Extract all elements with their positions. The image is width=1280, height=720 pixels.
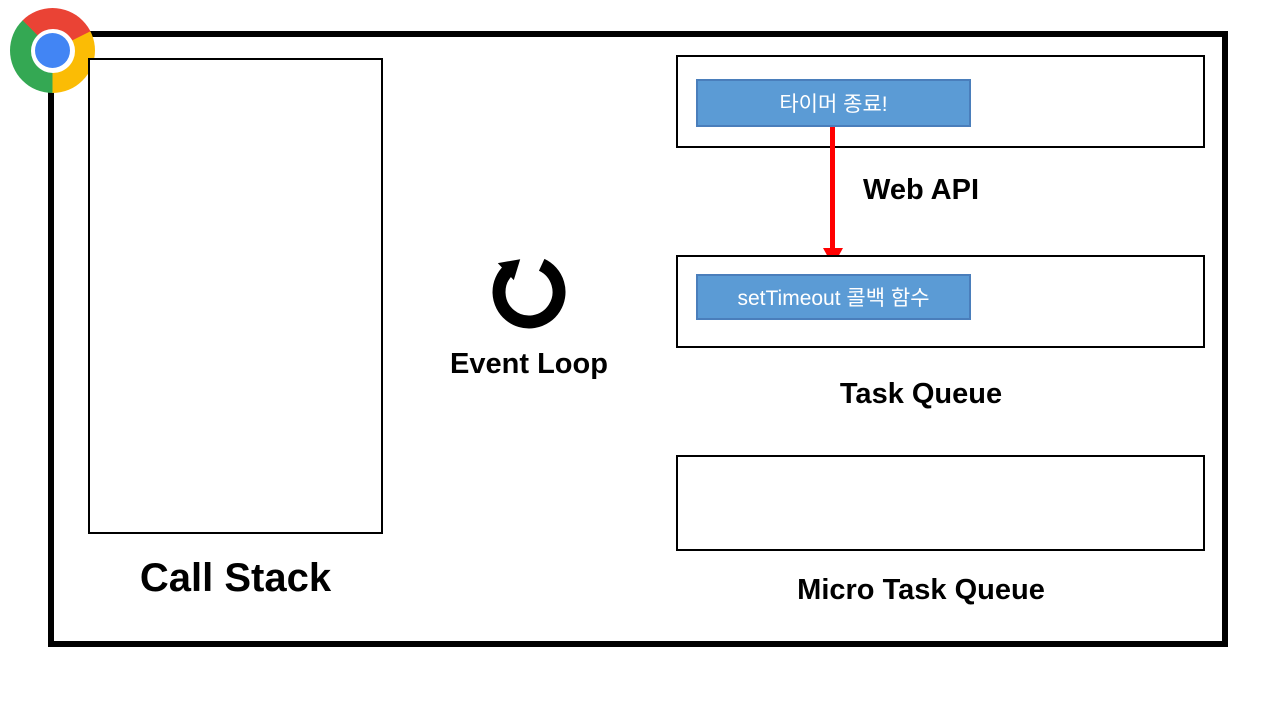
task-queue-label: Task Queue: [839, 378, 1003, 410]
micro-task-queue-label: Micro Task Queue: [797, 574, 1045, 606]
event-loop-label: Event Loop: [450, 348, 608, 380]
chrome-logo-blue-center: [35, 33, 70, 68]
task-queue-box: [676, 255, 1205, 348]
call-stack-label: Call Stack: [139, 556, 332, 600]
chrome-logo-white-ring: [30, 28, 75, 73]
task-queue-item: setTimeout 콜백 함수: [696, 274, 971, 320]
micro-task-queue-box: [676, 455, 1205, 551]
web-api-label: Web API: [862, 174, 979, 206]
red-down-arrow-shaft: [830, 127, 835, 248]
web-api-item-label: 타이머 종료!: [779, 93, 888, 116]
chrome-logo-icon: [10, 8, 95, 93]
web-api-item: 타이머 종료!: [696, 79, 971, 127]
call-stack-box: [88, 58, 383, 534]
task-queue-item-label: setTimeout 콜백 함수: [737, 287, 930, 310]
event-loop-icon: [492, 258, 566, 329]
browser-frame: [48, 31, 1228, 647]
